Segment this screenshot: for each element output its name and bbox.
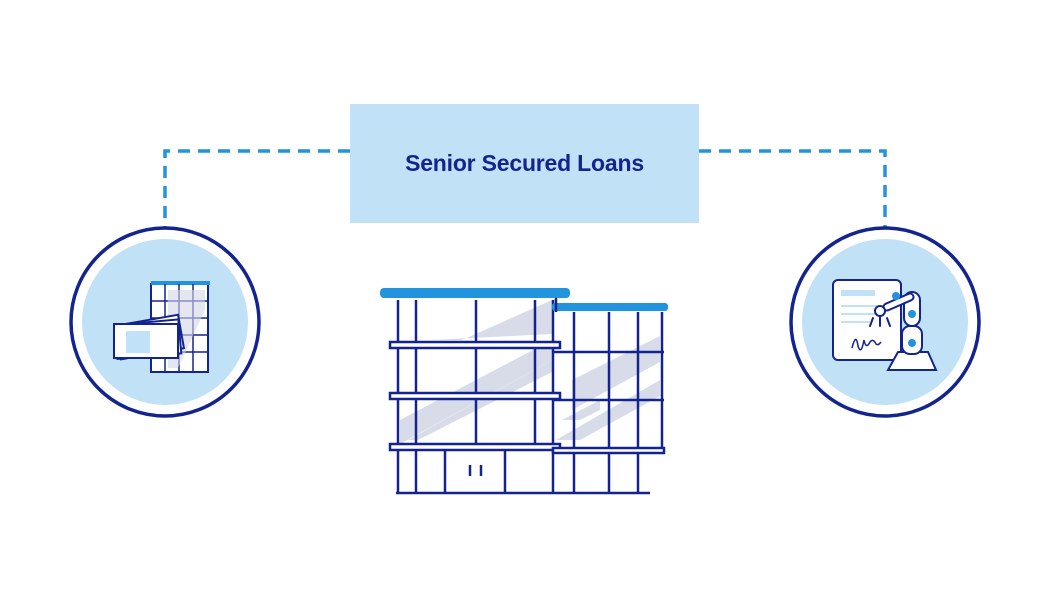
- left-circle: 100: [69, 226, 261, 418]
- senior-secured-loans-box: Senior Secured Loans: [350, 104, 699, 223]
- office-building-icon: [380, 288, 668, 495]
- connector-right: [699, 149, 887, 236]
- cash-and-building-icon: 100: [113, 281, 210, 373]
- right-circle: [789, 226, 981, 418]
- diagram-title: Senior Secured Loans: [405, 150, 644, 176]
- robot-arm-signing-contract-icon: [832, 279, 938, 371]
- connector-left: [163, 149, 350, 236]
- banknote-value: 100: [151, 331, 168, 342]
